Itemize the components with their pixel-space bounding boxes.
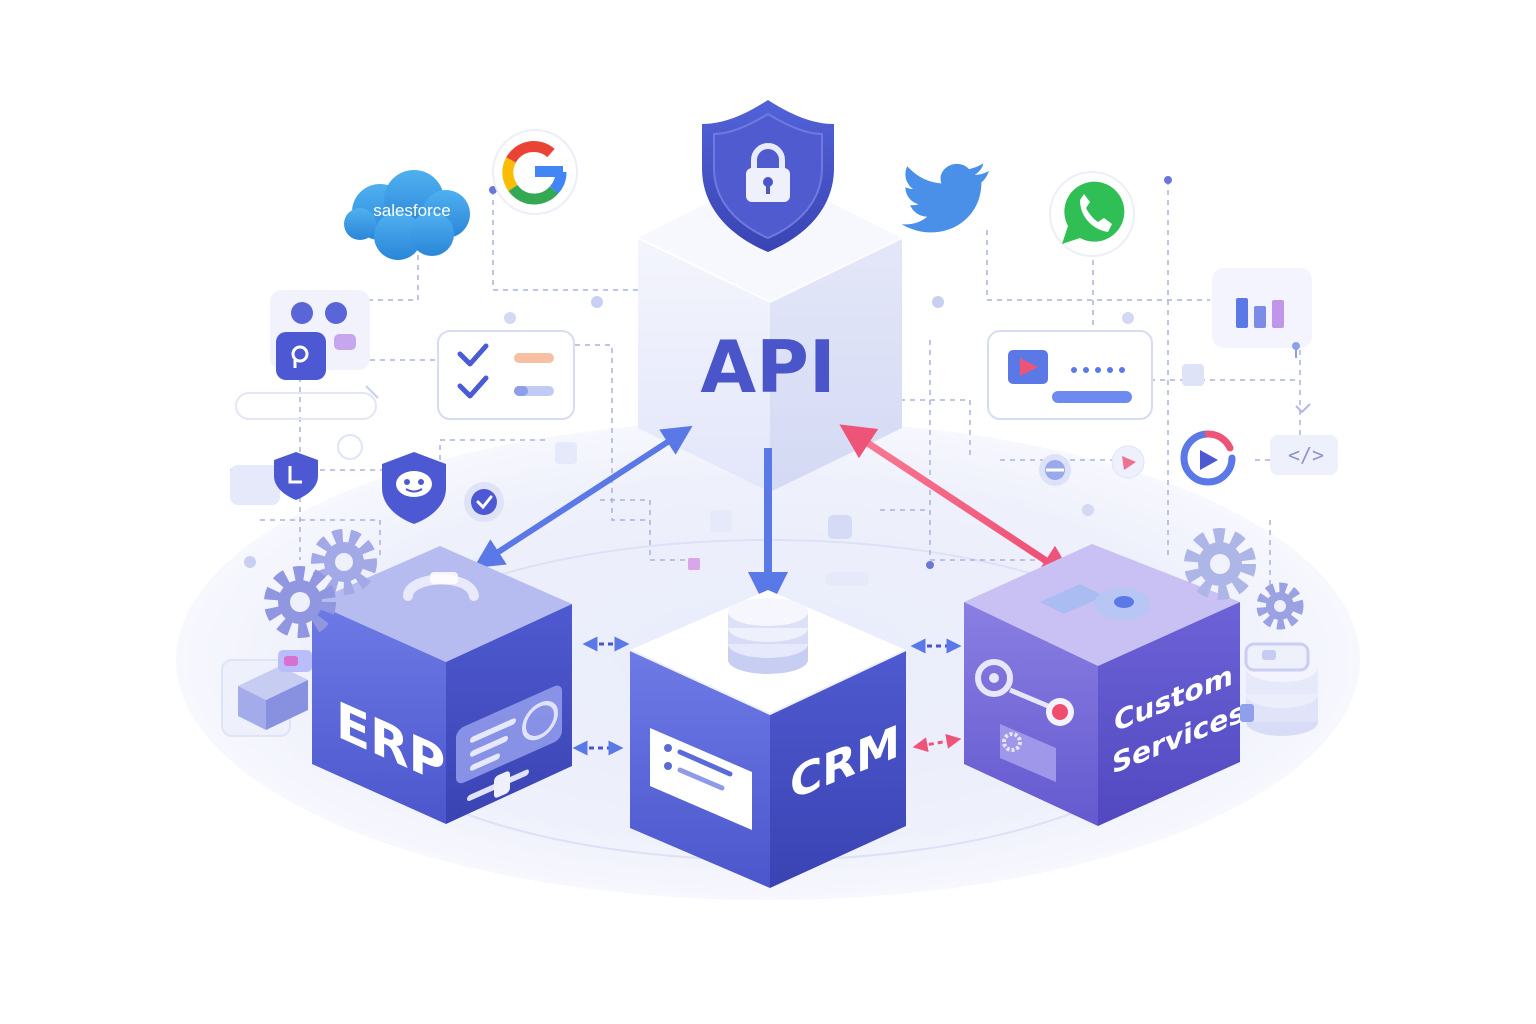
checklist-card-icon [437, 330, 575, 420]
salesforce-logo-icon: salesforce [344, 170, 470, 260]
code-tag-icon: </> [1288, 443, 1324, 467]
shield-lock-icon [702, 100, 834, 252]
whatsapp-logo-icon [1049, 171, 1135, 257]
video-card-icon [987, 330, 1153, 420]
erp-panel-icon [456, 685, 562, 802]
gear-icon [1184, 528, 1256, 600]
gear-icon [1256, 582, 1304, 630]
crm-card-icon [650, 728, 752, 830]
bar-chart-card-icon [1212, 268, 1312, 358]
custom-services-cube: Custom Services [964, 544, 1245, 826]
gear-icon [311, 529, 377, 595]
module-link-arrows [572, 636, 962, 756]
custom-toggle-icon [975, 659, 1074, 782]
erp-cube: ERP [312, 546, 572, 824]
twitter-logo-icon [901, 163, 990, 233]
api-to-erp-arrow [473, 425, 693, 569]
server-rack-icon [1240, 642, 1318, 736]
api-label: API [700, 325, 835, 409]
gear-icon [264, 566, 336, 638]
app-grid-icon [270, 290, 370, 380]
shield-badge-icon [274, 452, 318, 500]
api-to-custom-arrow [839, 424, 1075, 580]
check-circle-icon [464, 482, 504, 522]
server-block-icon [221, 650, 312, 737]
code-tag-text: </> [1288, 443, 1324, 467]
salesforce-text: salesforce [373, 201, 450, 220]
database-stack-icon [728, 598, 808, 674]
google-logo-icon [492, 129, 578, 215]
play-loop-icon [1180, 430, 1236, 486]
mascot-shield-icon [382, 452, 446, 524]
custom-key-icon [1040, 584, 1150, 620]
small-ui-chips [365, 385, 1311, 480]
